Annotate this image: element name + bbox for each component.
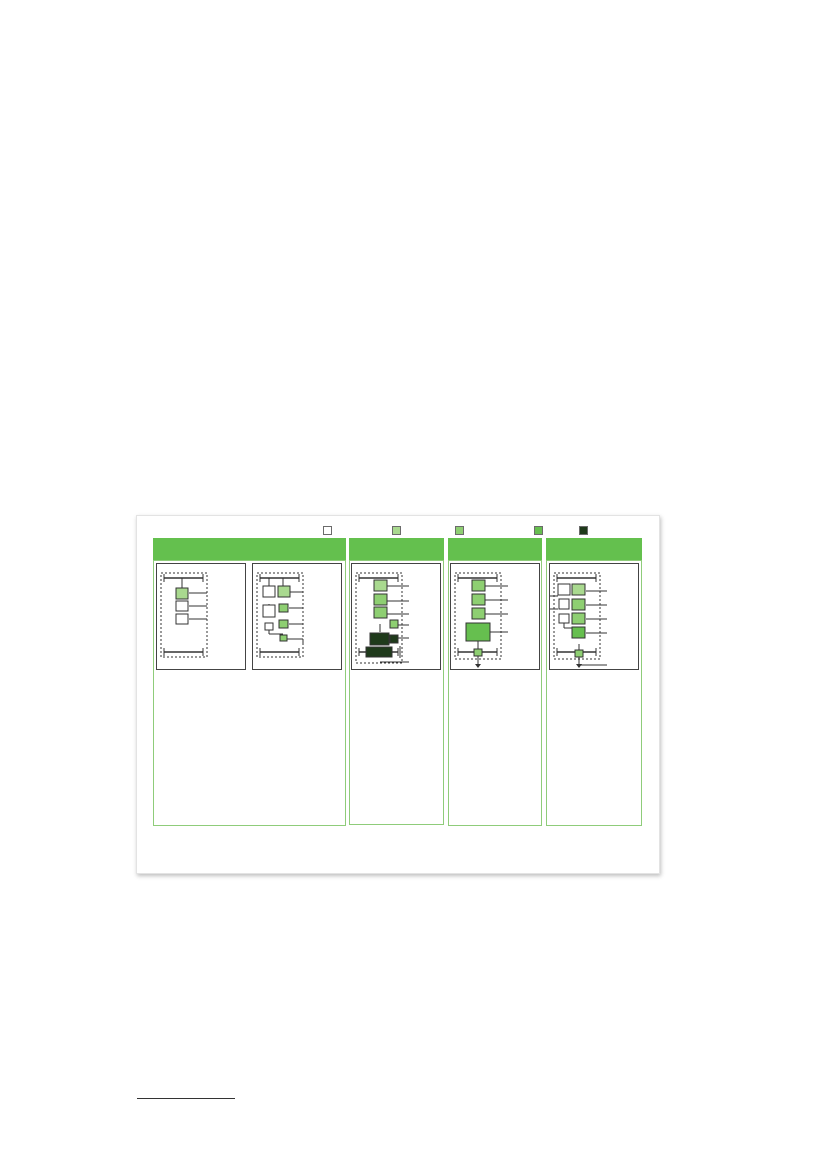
- node-mid-green: [571, 598, 586, 611]
- node-mid-green: [278, 619, 289, 629]
- legend-swatch-white: [323, 526, 332, 535]
- node-mid-green: [278, 603, 289, 613]
- node-light-green: [571, 583, 586, 596]
- node-mid-green: [471, 593, 486, 606]
- node-green: [571, 626, 586, 639]
- node-dark: [369, 632, 390, 646]
- diagram-card: [136, 515, 660, 874]
- column-header-3: [448, 538, 542, 560]
- legend-swatch-green: [534, 526, 543, 535]
- node-light-green: [175, 587, 189, 600]
- node-mid-green: [373, 606, 388, 619]
- node-white: [175, 613, 189, 625]
- node-mid-green: [571, 612, 586, 625]
- column-body-4: [546, 560, 642, 826]
- legend-swatch-light-green: [392, 526, 401, 535]
- node-white: [264, 622, 274, 631]
- substation-diagram-5: [549, 563, 639, 670]
- column-body-1: [153, 560, 346, 826]
- node-mid-green: [389, 619, 399, 629]
- node-white: [262, 604, 276, 618]
- column-body-3: [448, 560, 542, 826]
- legend-swatch-dark: [579, 526, 588, 535]
- node-mid-green: [471, 579, 486, 592]
- node-mid-green: [279, 634, 288, 642]
- node-white: [262, 585, 276, 598]
- substation-diagram-4: [450, 563, 540, 670]
- column-header-1: [153, 538, 346, 560]
- node-white: [558, 598, 570, 610]
- node-white: [558, 613, 570, 624]
- substation-diagram-3: [351, 563, 441, 670]
- footnote-rule: [137, 1098, 235, 1099]
- node-white: [557, 583, 571, 596]
- column-header-2: [349, 538, 444, 560]
- legend-swatch-mid-green: [455, 526, 464, 535]
- node-white: [175, 600, 189, 612]
- node-mid-green: [471, 607, 486, 620]
- column-body-2: [349, 560, 444, 825]
- substation-diagram-2: [252, 563, 342, 670]
- column-header-4: [546, 538, 642, 560]
- substation-diagram-1: [156, 563, 246, 670]
- node-light-green: [277, 585, 291, 598]
- node-light-green: [373, 579, 388, 592]
- node-mid-green: [373, 593, 388, 606]
- node-mid-green: [574, 649, 584, 658]
- node-green: [465, 622, 491, 642]
- node-mid-green: [473, 648, 483, 657]
- node-dark: [389, 634, 399, 644]
- node-dark: [365, 646, 393, 658]
